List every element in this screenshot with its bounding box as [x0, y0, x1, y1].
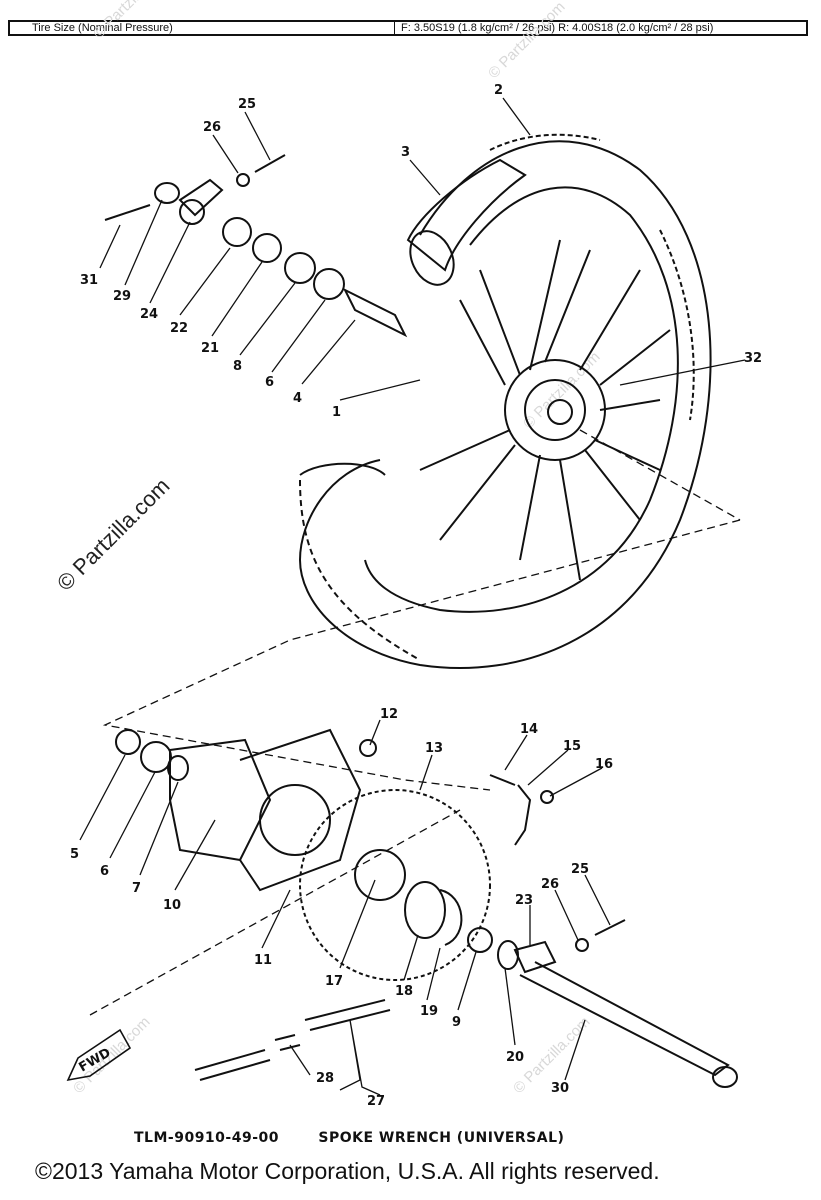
callout-31: 31 [80, 273, 98, 288]
callout-18: 18 [395, 984, 413, 999]
special-tool: TLM-90910-49-00 SPOKE WRENCH (UNIVERSAL) [134, 1130, 564, 1146]
rear-side-hardware [404, 774, 738, 1088]
copyright-notice: ©2013 Yamaha Motor Corporation, U.S.A. A… [35, 1158, 660, 1184]
tool-name: SPOKE WRENCH (UNIVERSAL) [318, 1130, 565, 1146]
callout-27: 27 [367, 1094, 385, 1109]
callout-32: 32 [744, 351, 762, 366]
leader-lines [79, 97, 746, 1096]
callout-7: 7 [132, 881, 141, 896]
callout-6: 6 [265, 375, 274, 390]
callout-6b: 6 [100, 864, 109, 879]
rear-tire [298, 133, 712, 669]
tire-size-header: Tire Size (Nominal Pressure) F: 3.50S19 … [8, 20, 808, 36]
callout-26b: 26 [541, 877, 559, 892]
callout-20: 20 [506, 1050, 524, 1065]
callout-numbers: 25 26 2 3 31 29 24 22 21 8 6 4 1 32 12 1… [70, 83, 762, 1109]
callout-25: 25 [238, 97, 256, 112]
assembly-guide-lines [89, 429, 741, 1016]
callout-4: 4 [293, 391, 302, 406]
callout-19: 19 [420, 1004, 438, 1019]
callout-1: 1 [332, 405, 341, 420]
callout-24: 24 [140, 307, 158, 322]
callout-23: 23 [515, 893, 533, 908]
front-hardware [104, 154, 408, 338]
callout-12: 12 [380, 707, 398, 722]
callout-16: 16 [595, 757, 613, 772]
callout-14: 14 [520, 722, 538, 737]
callout-5: 5 [70, 847, 79, 862]
fwd-label: FWD [77, 1045, 114, 1075]
callout-26: 26 [203, 120, 221, 135]
tire-size-label: Tire Size (Nominal Pressure) [10, 22, 395, 34]
callout-13: 13 [425, 741, 443, 756]
rear-hub-assembly [115, 728, 377, 892]
callout-28: 28 [316, 1071, 334, 1086]
callout-22: 22 [170, 321, 188, 336]
callout-2: 2 [494, 83, 503, 98]
callout-29: 29 [113, 289, 131, 304]
callout-30: 30 [551, 1081, 569, 1096]
callout-3: 3 [401, 145, 410, 160]
fwd-arrow [66, 1028, 132, 1082]
callout-8: 8 [233, 359, 242, 374]
callout-21: 21 [201, 341, 219, 356]
callout-25b: 25 [571, 862, 589, 877]
callout-10: 10 [163, 898, 181, 913]
tire-size-value: F: 3.50S19 (1.8 kg/cm² / 26 psi) R: 4.00… [401, 22, 714, 34]
callout-11: 11 [254, 953, 272, 968]
rear-sprocket [299, 789, 491, 981]
callout-15: 15 [563, 739, 581, 754]
drive-chain [194, 999, 391, 1081]
callout-17: 17 [325, 974, 343, 989]
tool-part-number: TLM-90910-49-00 [134, 1130, 280, 1146]
cast-wheel [419, 239, 671, 581]
inner-tube [406, 158, 527, 286]
callout-9: 9 [452, 1015, 461, 1030]
